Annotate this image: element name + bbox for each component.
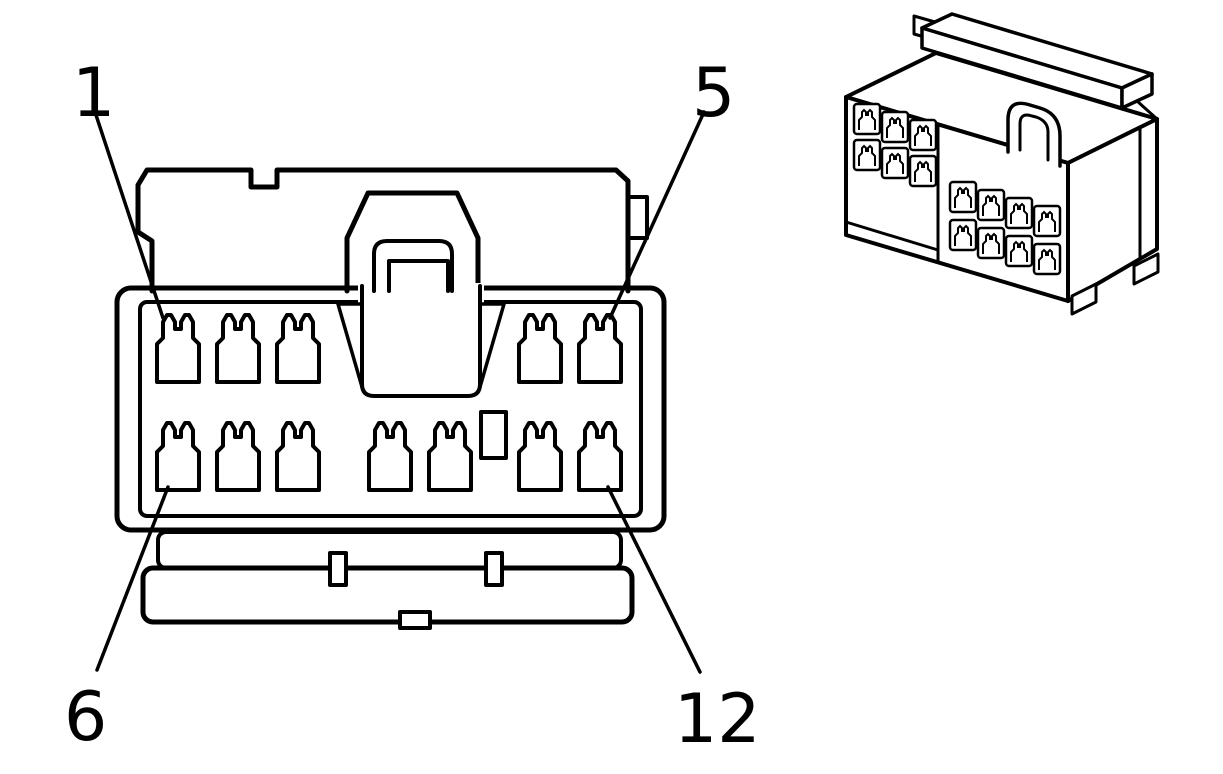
terminal-cavity-9 [367, 421, 413, 492]
bottom-tab [398, 610, 432, 630]
iso-cavity [948, 218, 978, 252]
iso-cavity [976, 226, 1006, 260]
iso-cavity [976, 188, 1006, 222]
lower-bar-inner [156, 530, 623, 570]
iso-cavity [1004, 196, 1034, 230]
terminal-row-top [155, 313, 623, 384]
latch-wing-left [336, 302, 364, 389]
iso-cavity [948, 180, 978, 214]
iso-cavity [880, 110, 910, 144]
iso-cavity [1004, 234, 1034, 268]
terminal-cavity-4 [517, 313, 563, 384]
iso-latch-bar-support [1135, 99, 1159, 121]
iso-foot-left [1070, 282, 1098, 316]
terminal-row-bottom [155, 421, 623, 492]
terminal-cavity-12 [577, 421, 623, 492]
pin-5-leader-line [608, 110, 706, 320]
lower-bar-outer [140, 565, 635, 625]
terminal-cavity-3 [275, 313, 321, 384]
pin-1-leader-line [93, 110, 165, 320]
terminal-cavity-11 [517, 421, 563, 492]
iso-cavity [1032, 242, 1062, 276]
latch-channel [360, 284, 482, 398]
lower-strap-left [328, 551, 348, 587]
connector-body-outer [114, 285, 667, 533]
pin-12-label: 12 [674, 680, 761, 759]
terminal-cavity-6 [155, 421, 201, 492]
latch-wing-right [478, 302, 506, 389]
pin-6-leader-line [95, 485, 170, 672]
connector-isometric-view [844, 12, 1160, 316]
connector-front-view: 1 5 6 12 [64, 54, 761, 759]
latch-bump [344, 190, 481, 294]
terminal-cavity-2 [215, 313, 261, 384]
iso-cavity [908, 118, 938, 152]
lower-strap-right [484, 551, 504, 587]
pin-12-leader-line [606, 485, 702, 674]
terminal-cavity-5 [577, 313, 623, 384]
iso-front-skirt [844, 220, 940, 252]
pin-6-label: 6 [64, 678, 107, 757]
connector-housing-top [135, 167, 631, 294]
latch-cutout [358, 283, 484, 306]
latch-inner-tab [387, 259, 450, 293]
terminal-cavity-10 [427, 421, 473, 492]
iso-cavity [852, 138, 882, 172]
latch-arch [372, 239, 454, 293]
iso-cavity [852, 102, 882, 136]
iso-cavity [908, 154, 938, 188]
iso-latch-arch-inner [1018, 113, 1050, 162]
terminal-cavity-7 [215, 421, 261, 492]
iso-latch-bar-end [1120, 72, 1154, 110]
keyway-slot [479, 410, 508, 460]
iso-cavity [880, 146, 910, 180]
housing-right-tab [626, 195, 649, 240]
iso-cavity [1032, 204, 1062, 238]
pin-5-label: 5 [692, 54, 735, 133]
pin-1-label: 1 [72, 54, 115, 133]
iso-foot-right [1132, 252, 1160, 286]
terminal-cavity-1 [155, 313, 201, 384]
terminal-cavity-8 [275, 421, 321, 492]
